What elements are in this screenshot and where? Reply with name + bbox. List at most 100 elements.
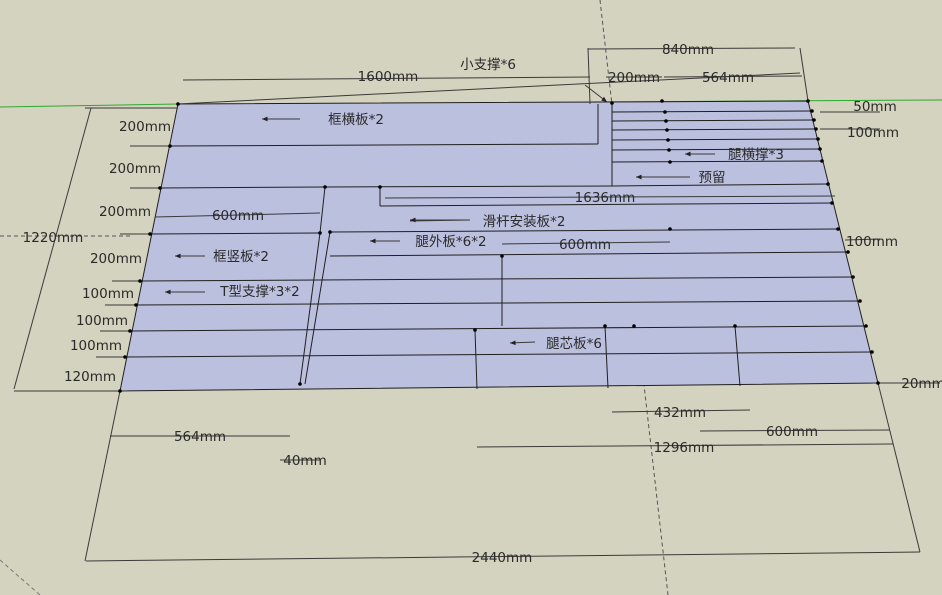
arrow-head xyxy=(685,151,691,157)
vertex-point xyxy=(814,127,818,131)
cut-leg-core-split-c xyxy=(734,325,741,387)
cut-leg-brace-5 xyxy=(611,148,821,151)
cut-leg-outer-1 xyxy=(329,251,849,257)
arrow-head xyxy=(262,116,268,122)
dim-label-1636: 1636mm xyxy=(575,190,636,206)
vertex-point xyxy=(378,185,382,189)
cut-row3-left xyxy=(159,186,326,189)
dimension-line xyxy=(384,195,836,199)
dim-label-100-row5: 100mm xyxy=(82,286,134,302)
vertex-point xyxy=(298,382,302,386)
dim-label-1220: 1220mm xyxy=(23,230,84,246)
dimension-line xyxy=(176,72,801,105)
vertex-point xyxy=(128,329,132,333)
dim-label-120-row8: 120mm xyxy=(64,369,116,385)
dimension-line xyxy=(501,241,671,245)
dim-label-564-bottom: 564mm xyxy=(174,429,226,445)
dim-label-600-mid: 600mm xyxy=(559,237,611,253)
vertex-point xyxy=(816,137,820,141)
vertex-point xyxy=(660,99,664,103)
cut-leg-core-split-b xyxy=(604,325,609,389)
arrow-head xyxy=(636,174,642,180)
arrow-head xyxy=(175,253,181,259)
part-label-small-brace: 小支撑*6 xyxy=(460,57,516,73)
arrow-head xyxy=(510,340,516,346)
vertex-point xyxy=(632,324,636,328)
vertex-point xyxy=(836,227,840,231)
vertex-point xyxy=(826,182,830,186)
cut-leg-brace-6 xyxy=(611,160,823,163)
vertex-point xyxy=(810,109,814,113)
dimension-line xyxy=(182,76,591,81)
dim-label-100-right-mid: 100mm xyxy=(846,234,898,250)
vertex-point xyxy=(176,102,180,106)
cut-leg-brace-1 xyxy=(611,110,813,113)
vertex-point xyxy=(118,389,122,393)
dim-label-600-left: 600mm xyxy=(212,208,264,224)
cut-frame-v-a xyxy=(319,186,326,234)
cut-tbrace-b xyxy=(304,231,331,385)
vertex-point xyxy=(138,279,142,283)
cut-leg-core-2 xyxy=(124,351,873,358)
vertex-point xyxy=(123,355,127,359)
vertex-point xyxy=(603,324,607,328)
part-label-frame-vertical: 框竖板*2 xyxy=(213,249,269,265)
vertex-point xyxy=(168,144,172,148)
vertex-point xyxy=(733,324,737,328)
vertex-point xyxy=(318,231,322,235)
arrow-head xyxy=(370,238,376,244)
vertex-point xyxy=(664,119,668,123)
dim-label-200-top: 200mm xyxy=(608,70,660,86)
vertex-point xyxy=(668,227,672,231)
dim-label-50: 50mm xyxy=(853,99,896,115)
blue-axis-dashed xyxy=(599,0,669,595)
dimension-line xyxy=(877,382,921,553)
vertex-point xyxy=(666,138,670,142)
dim-label-100-right-top: 100mm xyxy=(847,125,899,141)
arrow-head xyxy=(601,96,607,102)
dim-label-600-bottom: 600mm xyxy=(766,424,818,440)
cut-leg-core-1 xyxy=(129,325,867,332)
vertex-point xyxy=(665,128,669,132)
cut-tbrace-a xyxy=(299,232,321,385)
cut-row3-right xyxy=(611,183,829,187)
vertex-point xyxy=(323,185,327,189)
cut-frame-vert-top xyxy=(149,232,321,235)
vertex-point xyxy=(830,201,834,205)
dim-label-200-row4: 200mm xyxy=(90,251,142,267)
cut-leg-brace-4 xyxy=(611,138,819,141)
dimension-line xyxy=(84,390,121,562)
vertex-point xyxy=(870,350,874,354)
vertex-point xyxy=(876,381,880,385)
cut-leg-outer-2 xyxy=(139,276,854,282)
dimension-line xyxy=(85,551,921,562)
dim-label-100-row6: 100mm xyxy=(76,313,128,329)
dim-label-564-top: 564mm xyxy=(702,70,754,86)
part-label-rail-mount: 滑杆安装板*2 xyxy=(483,214,566,230)
cut-rail-1 xyxy=(379,202,833,207)
vertex-point xyxy=(500,254,504,258)
dimension-line xyxy=(799,47,809,102)
vertex-point xyxy=(846,250,850,254)
part-label-leg-core: 腿芯板*6 xyxy=(546,336,602,352)
dim-label-432: 432mm xyxy=(654,405,706,421)
dim-label-40: 40mm xyxy=(283,453,326,469)
vertex-point xyxy=(851,275,855,279)
part-label-frame-cross: 框横板*2 xyxy=(328,112,384,128)
cut-leg-outer-3 xyxy=(135,300,861,306)
dimension-line xyxy=(611,409,751,413)
part-label-t-brace: T型支撑*3*2 xyxy=(219,284,299,300)
dim-label-100-row7: 100mm xyxy=(70,338,122,354)
vertex-point xyxy=(858,299,862,303)
dimension-line xyxy=(476,443,894,448)
dimension-line xyxy=(587,47,591,105)
green-axis-left xyxy=(0,103,179,108)
part-label-leg-cross-brace: 腿横撑*3 xyxy=(728,147,784,163)
vertex-point xyxy=(818,147,822,151)
vertex-point xyxy=(158,186,162,190)
dim-label-200-row3: 200mm xyxy=(99,204,151,220)
dimension-line xyxy=(844,238,881,241)
vertex-point xyxy=(134,303,138,307)
